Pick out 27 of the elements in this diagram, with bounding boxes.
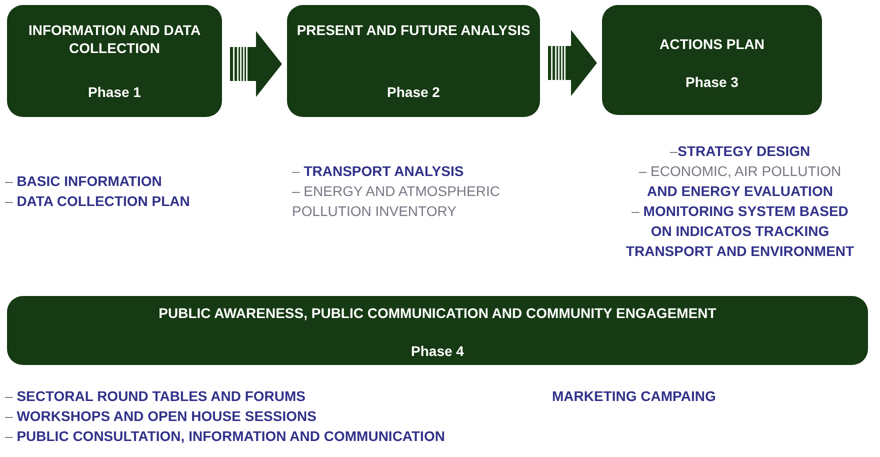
list-item: – ECONOMIC, AIR POLLUTION bbox=[638, 163, 842, 180]
phase-title: ACTIONS PLAN bbox=[658, 35, 766, 53]
list-item: AND ENERGY EVALUATION bbox=[647, 183, 833, 200]
list-item: ON INDICATOS TRACKING bbox=[650, 223, 830, 240]
list-item: TRANSPORT AND ENVIRONMENT bbox=[626, 243, 854, 260]
list-item: – MONITORING SYSTEM BASED bbox=[632, 203, 848, 220]
list-item: – WORKSHOPS AND OPEN HOUSE SESSIONS bbox=[5, 408, 316, 425]
phase-box bbox=[602, 5, 822, 115]
phase-label: Phase 2 bbox=[386, 83, 441, 101]
list-item: – BASIC INFORMATION bbox=[5, 173, 162, 190]
list-item: – TRANSPORT ANALYSIS bbox=[292, 163, 464, 180]
phase-title: PRESENT AND FUTURE ANALYSIS bbox=[296, 21, 532, 39]
phase-box bbox=[287, 5, 540, 117]
phase-box bbox=[7, 5, 222, 117]
phase-title: PUBLIC AWARENESS, PUBLIC COMMUNICATION AND COMMUNITY ENGAGEMENT bbox=[158, 304, 718, 322]
list-item: – PUBLIC CONSULTATION, INFORMATION AND COMMUNICATION bbox=[5, 428, 445, 445]
list-item: POLLUTION INVENTORY bbox=[292, 203, 456, 220]
phase-label: Phase 4 bbox=[410, 342, 465, 360]
list-item: MARKETING CAMPAING bbox=[552, 388, 716, 405]
phase-label: Phase 3 bbox=[684, 73, 740, 91]
phase-label: Phase 1 bbox=[87, 83, 142, 101]
list-item: –STRATEGY DESIGN bbox=[670, 143, 810, 160]
list-item: – DATA COLLECTION PLAN bbox=[5, 193, 190, 210]
phase-box bbox=[7, 296, 868, 365]
list-item: – SECTORAL ROUND TABLES AND FORUMS bbox=[5, 388, 306, 405]
list-item: – ENERGY AND ATMOSPHERIC bbox=[292, 183, 500, 200]
phase-title: INFORMATION AND DATA COLLECTION bbox=[27, 21, 202, 57]
